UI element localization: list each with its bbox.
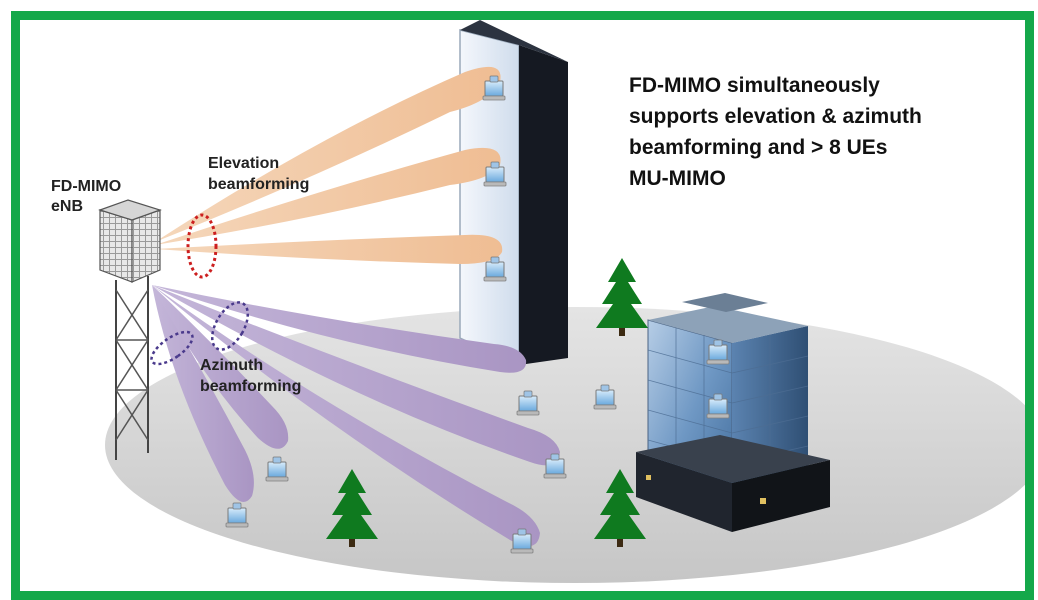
azimuth-label-line1: Azimuth: [200, 357, 264, 374]
enb-label-line2: eNB: [51, 198, 84, 215]
antenna-panel-icon: [98, 199, 162, 283]
azimuth-beam-3: [152, 285, 540, 547]
headline-line1: FD-MIMO simultaneously: [629, 74, 880, 97]
azimuth-label: Azimuth beamforming: [200, 355, 301, 397]
azimuth-beam-2: [152, 285, 289, 449]
elevation-label-line1: Elevation: [208, 155, 280, 172]
office-building: [636, 293, 830, 532]
elevation-beam-bottom: [155, 234, 503, 264]
azimuth-label-line2: beamforming: [200, 378, 302, 395]
fd-mimo-scene: [98, 20, 1025, 583]
headline-line3: beamforming and > 8 UEs: [629, 136, 888, 159]
enb-mast: [115, 276, 149, 460]
headline-line2: supports elevation & azimuth: [629, 105, 922, 128]
azimuth-beams: [152, 285, 560, 547]
headline-line4: MU-MIMO: [629, 167, 726, 190]
enb-label: FD-MIMO eNB: [51, 177, 121, 217]
elevation-marker: [186, 213, 218, 279]
headline-text: FD-MIMO simultaneously supports elevatio…: [629, 70, 1009, 194]
elevation-beam-middle: [155, 147, 501, 245]
diagram-frame: FD-MIMO eNB Elevation beamforming Azimut…: [11, 11, 1034, 600]
enb-label-line1: FD-MIMO: [51, 178, 122, 195]
azimuth-beam-5: [152, 285, 527, 373]
azimuth-beam-4: [152, 285, 560, 466]
azimuth-marker-1: [210, 301, 250, 351]
elevation-beams: [155, 66, 503, 264]
tree-icon: [596, 258, 648, 336]
elevation-beam-top: [155, 66, 501, 242]
elevation-label-line2: beamforming: [208, 176, 310, 193]
azimuth-beam-1: [152, 285, 254, 502]
azimuth-marker-2: [150, 330, 194, 366]
elevation-label: Elevation beamforming: [208, 153, 309, 195]
